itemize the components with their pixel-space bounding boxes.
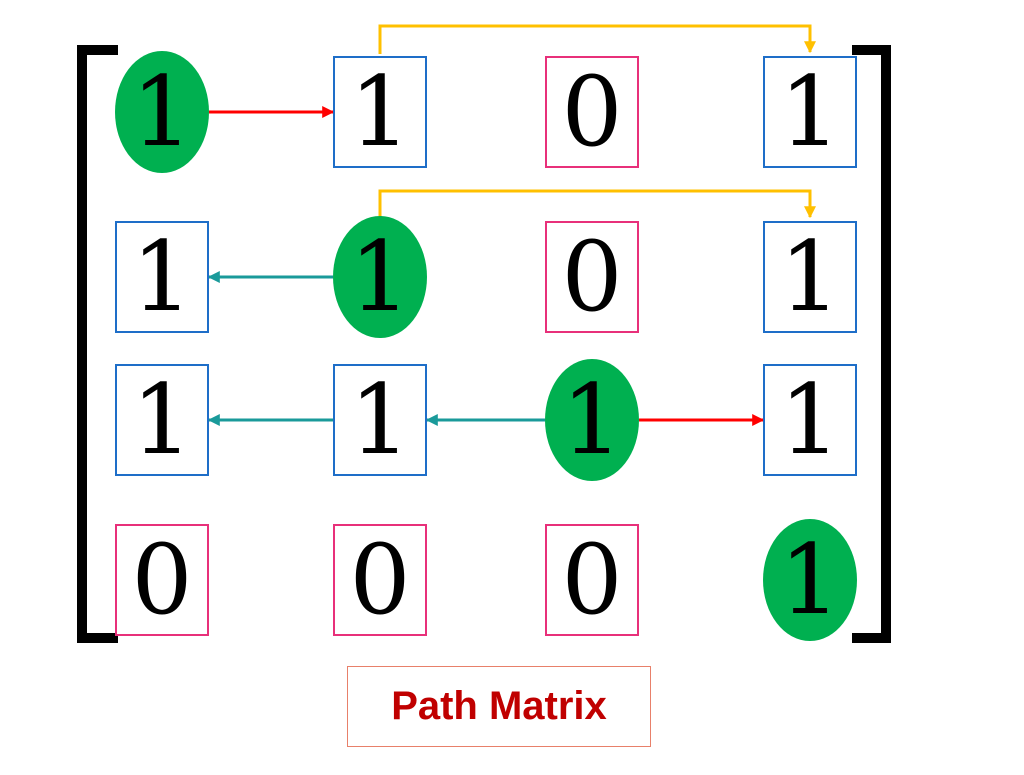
matrix-cell-r3-c2: 1 xyxy=(333,364,427,476)
arrow-r1-c2-over-to-c4 xyxy=(378,24,816,54)
right-bracket xyxy=(852,45,891,643)
matrix-cell-r4-c3: 0 xyxy=(545,524,639,636)
matrix-cell-r4-c4: 1 xyxy=(763,519,857,641)
caption-box: Path Matrix xyxy=(347,666,651,747)
matrix-cell-r4-c1: 0 xyxy=(115,524,209,636)
matrix-cell-r1-c2: 1 xyxy=(333,56,427,168)
matrix-cell-r3-c4: 1 xyxy=(763,364,857,476)
matrix-cell-r2-c3: 0 xyxy=(545,221,639,333)
matrix-cell-r3-c1: 1 xyxy=(115,364,209,476)
matrix-cell-r2-c2: 1 xyxy=(333,216,427,338)
matrix-cell-r2-c1: 1 xyxy=(115,221,209,333)
matrix-cell-r3-c3: 1 xyxy=(545,359,639,481)
arrow-r2-c2-over-to-c4 xyxy=(378,189,816,219)
matrix-cell-r2-c4: 1 xyxy=(763,221,857,333)
matrix-cell-r1-c4: 1 xyxy=(763,56,857,168)
matrix-cell-r4-c2: 0 xyxy=(333,524,427,636)
caption-text: Path Matrix xyxy=(391,684,607,728)
matrix-cell-r1-c1: 1 xyxy=(115,51,209,173)
matrix-cell-r1-c3: 0 xyxy=(545,56,639,168)
left-bracket xyxy=(77,45,118,643)
